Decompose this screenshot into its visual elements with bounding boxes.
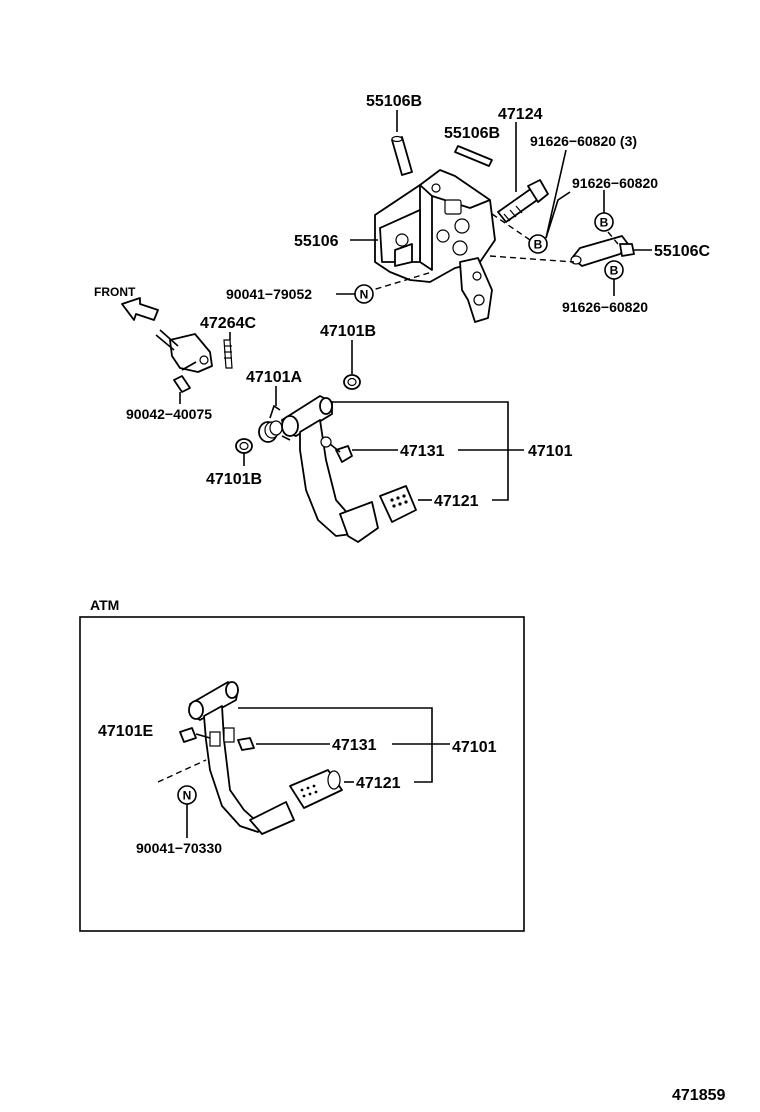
label-47101b-bot: 47101B: [206, 471, 262, 488]
marker-n-1: N: [354, 284, 374, 304]
label-91626-60820-a: 91626−60820: [572, 175, 658, 191]
svg-text:B: B: [600, 216, 609, 230]
svg-text:N: N: [183, 789, 192, 803]
figure-number: 471859: [672, 1087, 725, 1104]
part-atm-47121-pedal-pad: [289, 769, 343, 809]
label-atm-47131: 47131: [332, 737, 377, 754]
label-atm-47101: 47101: [452, 739, 497, 756]
label-90042-40075: 90042−40075: [126, 406, 212, 422]
label-55106: 55106: [294, 233, 339, 250]
label-55106b-mid: 55106B: [444, 125, 500, 142]
part-55106b-pin-top: [391, 135, 413, 176]
part-55106c-clip: [570, 235, 635, 267]
label-91626-60820-3: 91626−60820 (3): [530, 133, 637, 149]
part-47101a-spring: [258, 404, 291, 443]
label-47264c: 47264C: [200, 315, 256, 332]
label-90041-70330: 90041−70330: [136, 840, 222, 856]
part-55106-bracket: [374, 169, 496, 323]
label-47101b-top: 47101B: [320, 323, 376, 340]
marker-b-1: B: [528, 234, 548, 254]
part-47101-pedal-arm: [281, 395, 379, 543]
part-47101e-bolt: [179, 727, 211, 743]
label-front: FRONT: [94, 285, 136, 299]
marker-n-2: N: [177, 785, 197, 805]
part-atm-47131-stopper: [237, 737, 255, 751]
front-arrow-icon: [121, 297, 159, 321]
label-47121: 47121: [434, 493, 479, 510]
svg-text:B: B: [610, 264, 619, 278]
part-90042-40075-bolt: [173, 361, 197, 393]
label-47101: 47101: [528, 443, 573, 460]
part-55106b-pin-mid: [454, 145, 493, 167]
label-47101e: 47101E: [98, 723, 153, 740]
label-55106c: 55106C: [654, 243, 710, 260]
marker-b-3: B: [604, 260, 624, 280]
label-47101a: 47101A: [246, 369, 302, 386]
part-47124-bolt: [497, 179, 549, 223]
marker-b-2: B: [594, 212, 614, 232]
atm-frame: [79, 616, 525, 932]
label-atm-47121: 47121: [356, 775, 401, 792]
label-47124: 47124: [498, 106, 543, 123]
part-47131-stopper: [329, 443, 353, 463]
label-atm: ATM: [90, 597, 119, 613]
part-47101b-bushing-top: [343, 374, 361, 390]
svg-text:N: N: [360, 288, 369, 302]
label-55106b-top: 55106B: [366, 93, 422, 110]
part-atm-pedal-arm: [188, 681, 295, 835]
svg-text:B: B: [534, 238, 543, 252]
label-47131: 47131: [400, 443, 445, 460]
part-47121-pedal-pad: [379, 485, 417, 523]
label-91626-60820-b: 91626−60820: [562, 299, 648, 315]
label-90041-79052: 90041−79052: [226, 286, 312, 302]
part-47264c-switch: [155, 329, 233, 373]
part-47101b-bushing-bottom: [235, 438, 253, 454]
